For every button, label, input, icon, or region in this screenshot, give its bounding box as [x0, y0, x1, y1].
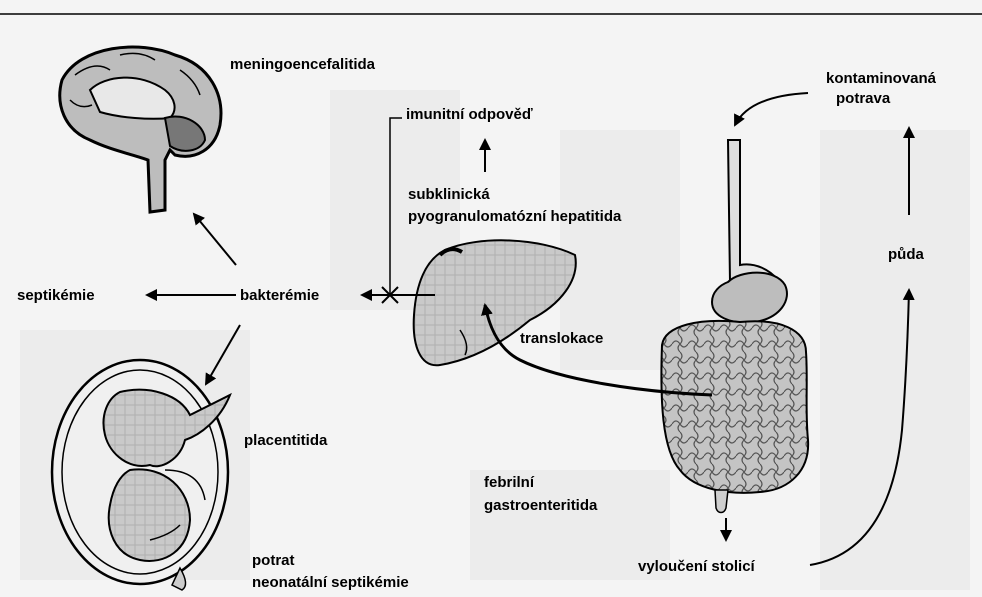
brain-illustration	[60, 47, 221, 212]
label-hepatitis-2: pyogranulomatózní hepatitida	[408, 206, 621, 227]
label-hepatitis-1: subklinická	[408, 184, 490, 205]
label-placentitis: placentitida	[244, 430, 327, 451]
label-bacteremia: bakterémie	[240, 285, 319, 306]
label-septicemia: septikémie	[17, 285, 95, 306]
label-abortion: potrat	[252, 550, 295, 571]
label-contaminated-food-2: potrava	[836, 88, 890, 109]
label-soil: půda	[888, 244, 924, 265]
label-gastroenteritis-2: gastroenteritida	[484, 495, 597, 516]
arrow-food-to-gut	[735, 93, 808, 125]
label-meningoencefalitida: meningoencefalitida	[230, 54, 375, 75]
label-translocation: translokace	[520, 328, 603, 349]
arrow-to-brain	[194, 214, 236, 265]
label-stool-excretion: vyloučení stolicí	[638, 556, 755, 577]
digestive-tract-illustration	[661, 140, 808, 513]
label-contaminated-food-1: kontaminovaná	[826, 68, 936, 89]
label-neonatal-septicemia: neonatální septikémie	[252, 572, 409, 593]
label-immune-response: imunitní odpověď	[406, 104, 533, 125]
label-gastroenteritis-1: febrilní	[484, 472, 534, 493]
